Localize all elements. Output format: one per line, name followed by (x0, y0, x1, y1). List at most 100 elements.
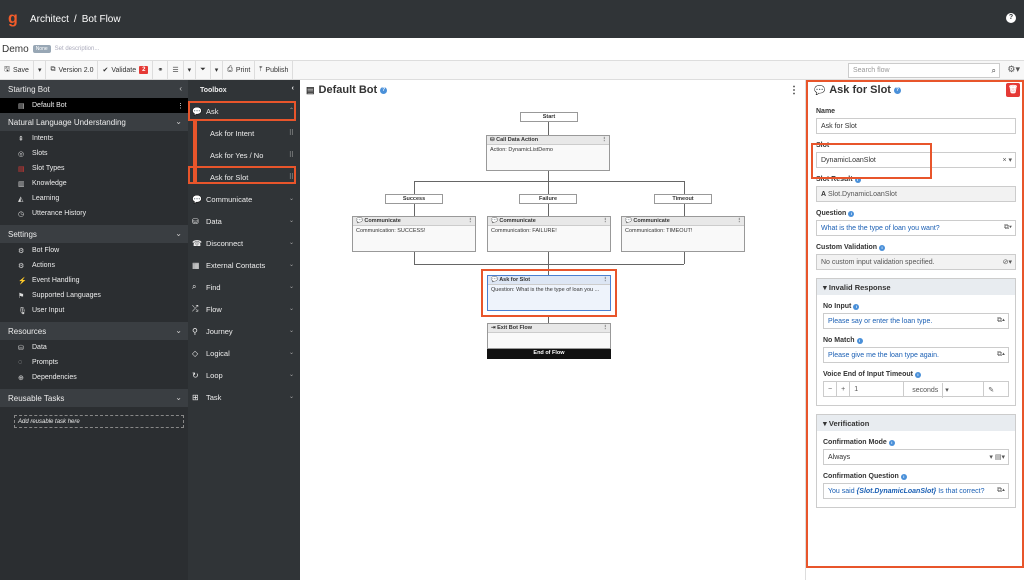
communicate-success-node[interactable]: 💬 Communicate⋮Communication: SUCCESS! (352, 216, 476, 252)
info-icon[interactable]: ? (894, 87, 901, 94)
chevron-down-icon[interactable]: ⌄ (289, 327, 294, 334)
link-button[interactable]: ⚭ (153, 61, 168, 79)
not-set-dropdown-icon[interactable]: ⊘▾ (1003, 258, 1012, 266)
toolbox-ask-for-intent[interactable]: Ask for Intent⠿ (188, 122, 300, 144)
chevron-down-icon[interactable]: ⌄ (289, 393, 294, 400)
list-dropdown[interactable]: ▾ (184, 61, 197, 79)
info-icon[interactable]: i (915, 372, 921, 378)
nav-supported-languages[interactable]: ⚑Supported Languages (0, 288, 188, 303)
version-button[interactable]: ⧉Version 2.0 (46, 61, 98, 79)
filter-dropdown[interactable]: ▾ (211, 61, 224, 79)
prompt-dropdown-icon[interactable]: ⧉▴ (997, 317, 1005, 325)
toolbox-logical[interactable]: ◇Logical⌄ (188, 342, 300, 364)
add-reusable-task-dropzone[interactable]: Add reusable task here (14, 415, 184, 428)
nav-slots[interactable]: ◎Slots (0, 146, 188, 161)
nav-prompts[interactable]: ◌Prompts (0, 355, 188, 370)
communicate-failure-node[interactable]: 💬 Communicate⋮Communication: FAILURE! (487, 216, 611, 252)
toolbox-disconnect[interactable]: ☎Disconnect⌄ (188, 232, 300, 254)
more-icon[interactable]: ⋮ (603, 277, 609, 283)
print-button[interactable]: ⎙Print (223, 61, 255, 79)
dropdown-icon[interactable]: ▾ ▤▾ (989, 453, 1005, 461)
app-name[interactable]: Architect (30, 14, 69, 25)
chevron-left-icon[interactable]: ‹ (292, 85, 294, 92)
toolbox-communicate[interactable]: 💬Communicate⌄ (188, 188, 300, 210)
nav-actions[interactable]: ⚙Actions (0, 258, 188, 273)
nav-slot-types[interactable]: ▤Slot Types (0, 161, 188, 176)
validate-button[interactable]: ✔Validate2 (98, 61, 153, 79)
verification-header[interactable]: ▾ Verification (817, 415, 1015, 431)
nav-data[interactable]: ⛁Data (0, 340, 188, 355)
prompt-dropdown-icon[interactable]: ⧉▴ (997, 351, 1005, 359)
chevron-down-icon[interactable]: ⌄ (289, 239, 294, 246)
info-icon[interactable]: i (889, 440, 895, 446)
help-icon[interactable]: ? (1006, 13, 1016, 23)
filter-button[interactable]: ⏷ (196, 61, 211, 79)
more-icon[interactable]: ⋮ (603, 325, 609, 331)
toolbox-journey[interactable]: ⚲Journey⌄ (188, 320, 300, 342)
flow-description[interactable]: Set description... (55, 46, 100, 52)
call-data-action-node[interactable]: ⛁ Call Data Action⋮Action: DynamicListDe… (486, 135, 610, 171)
chevron-down-icon[interactable]: ⌄ (175, 229, 182, 238)
more-icon[interactable]: ⋮ (602, 137, 608, 143)
prompt-dropdown-icon[interactable]: ⧉▾ (1004, 224, 1012, 232)
chevron-up-icon[interactable]: ⌃ (289, 107, 294, 114)
nav-intents[interactable]: ⇞Intents (0, 131, 188, 146)
toolbox-task[interactable]: ⊞Task⌄ (188, 386, 300, 408)
toolbox-ask[interactable]: 💬Ask⌃ (188, 100, 300, 122)
toolbox-data[interactable]: ⛁Data⌄ (188, 210, 300, 232)
chevron-down-icon[interactable]: ⌄ (289, 371, 294, 378)
name-input[interactable]: Ask for Slot (816, 118, 1016, 134)
save-dropdown[interactable]: ▾ (34, 61, 47, 79)
no-match-field[interactable]: Please give me the loan type again.⧉▴ (823, 347, 1009, 363)
more-icon[interactable]: ⋮ (177, 102, 184, 110)
chevron-down-icon[interactable]: ⌄ (289, 195, 294, 202)
save-button[interactable]: 🖫Save (0, 61, 34, 79)
reusable-tasks-header[interactable]: Reusable Tasks⌄ (0, 389, 188, 407)
info-icon[interactable]: i (848, 211, 854, 217)
communicate-timeout-node[interactable]: 💬 Communicate⋮Communication: TIMEOUT! (621, 216, 745, 252)
publish-button[interactable]: ⤒Publish (255, 61, 293, 79)
chevron-down-icon[interactable]: ⌄ (289, 305, 294, 312)
chevron-left-icon[interactable]: ‹ (179, 84, 182, 93)
list-button[interactable]: ☰ (168, 61, 183, 79)
info-icon[interactable]: ? (380, 87, 387, 94)
chevron-down-icon[interactable]: ⌄ (289, 217, 294, 224)
timeout-branch[interactable]: Timeout (654, 194, 712, 204)
nav-dependencies[interactable]: ⊕Dependencies (0, 370, 188, 385)
more-icon[interactable]: ⋮ (737, 218, 743, 224)
flow-canvas[interactable]: ▤Default Bot?⋮ Start ⛁ Call Data Action⋮… (300, 80, 806, 580)
starting-bot-header[interactable]: Starting Bot‹ (0, 80, 188, 98)
chevron-down-icon[interactable]: ⌄ (289, 283, 294, 290)
question-input[interactable]: What is the the type of loan you want?⧉▾ (816, 220, 1016, 236)
chevron-down-icon[interactable]: ⌄ (175, 393, 182, 402)
info-icon[interactable]: i (901, 474, 907, 480)
info-icon[interactable]: i (855, 177, 861, 183)
timeout-value-input[interactable]: 1 (850, 382, 904, 396)
nlu-header[interactable]: Natural Language Understanding⌄ (0, 113, 188, 131)
nav-utterance-history[interactable]: ◷Utterance History (0, 206, 188, 221)
confirmation-mode-select[interactable]: Always▾ ▤▾ (823, 449, 1009, 465)
nav-bot-flow[interactable]: ⚙Bot Flow (0, 243, 188, 258)
plus-button[interactable]: + (837, 382, 850, 396)
chevron-down-icon[interactable]: ⌄ (175, 326, 182, 335)
prompt-dropdown-icon[interactable]: ⧉▴ (997, 487, 1005, 495)
nav-knowledge[interactable]: ▥Knowledge (0, 176, 188, 191)
resources-header[interactable]: Resources⌄ (0, 322, 188, 340)
drag-handle-icon[interactable]: ⠿ (289, 173, 294, 181)
toolbox-external-contacts[interactable]: ▦External Contacts⌄ (188, 254, 300, 276)
clear-dropdown-icon[interactable]: × ▾ (1002, 156, 1012, 164)
more-icon[interactable]: ⋮ (468, 218, 474, 224)
settings-header[interactable]: Settings⌄ (0, 225, 188, 243)
pencil-icon[interactable]: ✎ (984, 382, 998, 396)
toolbox-ask-for-slot[interactable]: Ask for Slot⠿ (188, 166, 300, 188)
minus-button[interactable]: − (824, 382, 837, 396)
toolbox-loop[interactable]: ↻Loop⌄ (188, 364, 300, 386)
search-icon[interactable]: ⌕ (992, 66, 996, 76)
ask-for-slot-node[interactable]: 💬 Ask for Slot⋮Question: What is the the… (487, 275, 611, 311)
chevron-down-icon[interactable]: ⌄ (289, 261, 294, 268)
custom-validation-input[interactable]: No custom input validation specified.⊘▾ (816, 254, 1016, 270)
info-icon[interactable]: i (857, 338, 863, 344)
timeout-unit-select[interactable]: seconds ▾ (904, 382, 984, 396)
toolbox-flow[interactable]: ⤮Flow⌄ (188, 298, 300, 320)
nav-default-bot[interactable]: ▤Default Bot⋮ (0, 98, 188, 113)
